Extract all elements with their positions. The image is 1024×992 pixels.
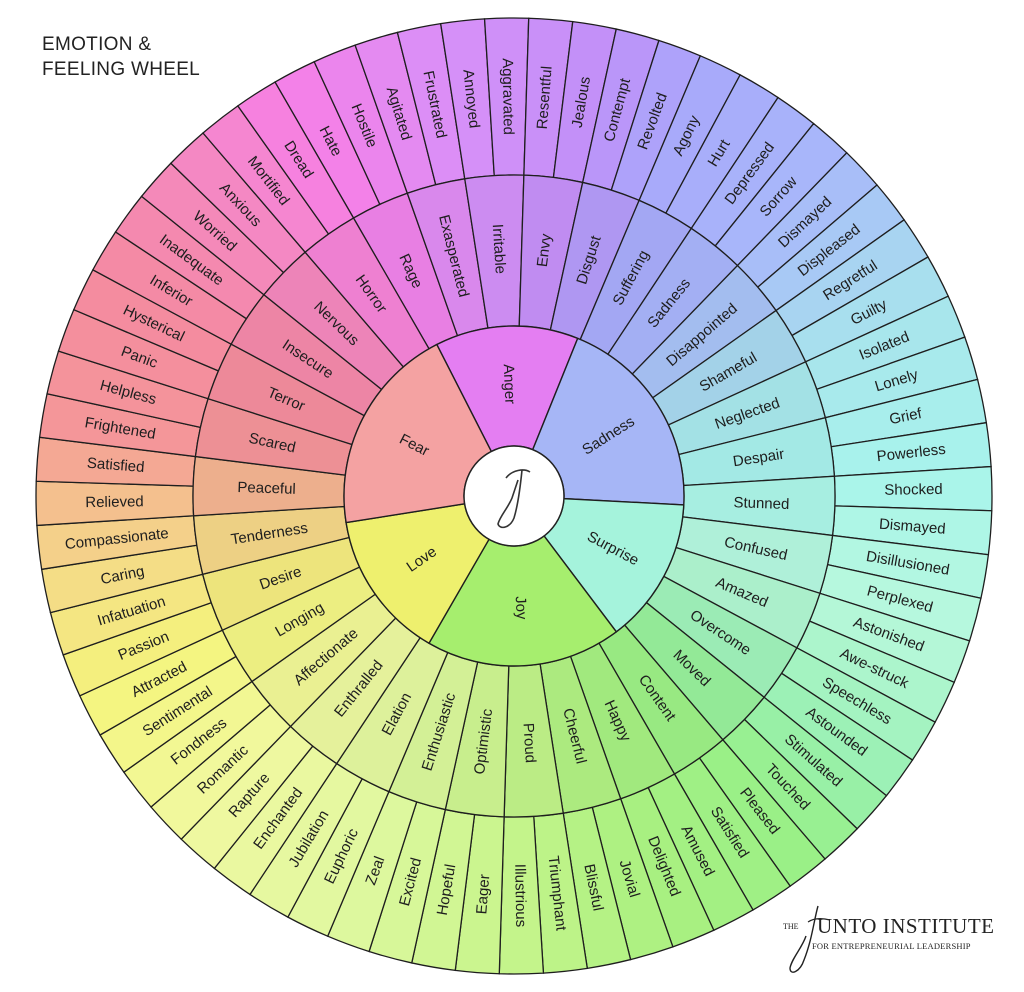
core-segment-fear[interactable]: Fear (343, 343, 493, 524)
outer-segment-eager[interactable]: Eager (454, 813, 505, 975)
outer-label: Dismayed (878, 516, 946, 538)
core-label: Anger (500, 364, 519, 405)
outer-label: Annoyed (459, 68, 482, 129)
logo-j-icon (789, 905, 831, 973)
outer-label: Relieved (85, 493, 144, 511)
core-segment-surprise[interactable]: Surprise (543, 497, 685, 633)
middle-label: Irritable (489, 224, 509, 275)
middle-segment-exasperated[interactable]: Exasperated (406, 178, 489, 337)
outer-label: Satisfied (86, 455, 145, 476)
middle-label: Proud (519, 723, 538, 764)
outer-segment-annoyed[interactable]: Annoyed (439, 18, 495, 180)
outer-segment-powerless[interactable]: Powerless (830, 421, 992, 477)
center-logo (463, 445, 565, 547)
core-segment-sadness[interactable]: Sadness (531, 337, 685, 506)
middle-segment-insecure[interactable]: Insecure (230, 293, 383, 417)
outer-segment-contempt[interactable]: Contempt (581, 28, 660, 191)
logo-the: THE (783, 922, 799, 931)
j-signature-icon (497, 469, 531, 529)
outer-segment-passion[interactable]: Passion (62, 601, 224, 697)
outer-segment-attracted[interactable]: Attracted (78, 629, 237, 736)
core-label: Joy (512, 596, 530, 621)
outer-segment-speechless[interactable]: Speechless (780, 646, 937, 761)
outer-segment-compassionate[interactable]: Compassionate (36, 515, 198, 571)
middle-segment-moved[interactable]: Moved (623, 601, 765, 741)
logo-tagline: FOR ENTREPRENEURIAL LEADERSHIP (812, 941, 971, 951)
middle-segment-affectionate[interactable]: Affectionate (251, 593, 397, 728)
middle-segment-scared[interactable]: Scared (194, 397, 353, 476)
outer-label: Illustrious (511, 864, 529, 928)
junto-institute-logo: THE UNTO INSTITUTE FOR ENTREPRENEURIAL L… (778, 900, 1018, 980)
middle-label: Peaceful (237, 479, 296, 498)
middle-segment-amazed[interactable]: Amazed (662, 546, 821, 649)
outer-label: Resentful (534, 65, 556, 129)
title-line-1: EMOTION & (42, 34, 152, 55)
outer-label: Shocked (884, 481, 943, 499)
outer-label: Eager (473, 874, 493, 915)
diagram-title: EMOTION & FEELING WHEEL (42, 32, 200, 82)
middle-segment-horror[interactable]: Horror (304, 217, 430, 368)
middle-label: Stunned (733, 494, 789, 513)
middle-segment-longing[interactable]: Longing (221, 566, 377, 683)
middle-segment-optimistic[interactable]: Optimistic (444, 661, 510, 818)
outer-segment-agony[interactable]: Agony (638, 54, 742, 215)
middle-label: Envy (534, 232, 555, 268)
outer-segment-illustrious[interactable]: Illustrious (498, 815, 545, 975)
outer-segment-dismayed[interactable]: Dismayed (831, 505, 993, 556)
outer-label: Aggravated (499, 58, 517, 135)
outer-segment-disillusioned[interactable]: Disillusioned (826, 534, 990, 600)
outer-segment-frightened[interactable]: Frightened (38, 392, 202, 458)
logo-name: UNTO INSTITUTE (817, 914, 995, 938)
outer-label: Grief (888, 405, 924, 428)
title-line-2: FEELING WHEEL (42, 59, 201, 80)
outer-segment-isolated[interactable]: Isolated (804, 295, 966, 391)
middle-segment-terror[interactable]: Terror (207, 343, 366, 446)
middle-segment-enthusiastic[interactable]: Enthusiastic (388, 651, 479, 811)
